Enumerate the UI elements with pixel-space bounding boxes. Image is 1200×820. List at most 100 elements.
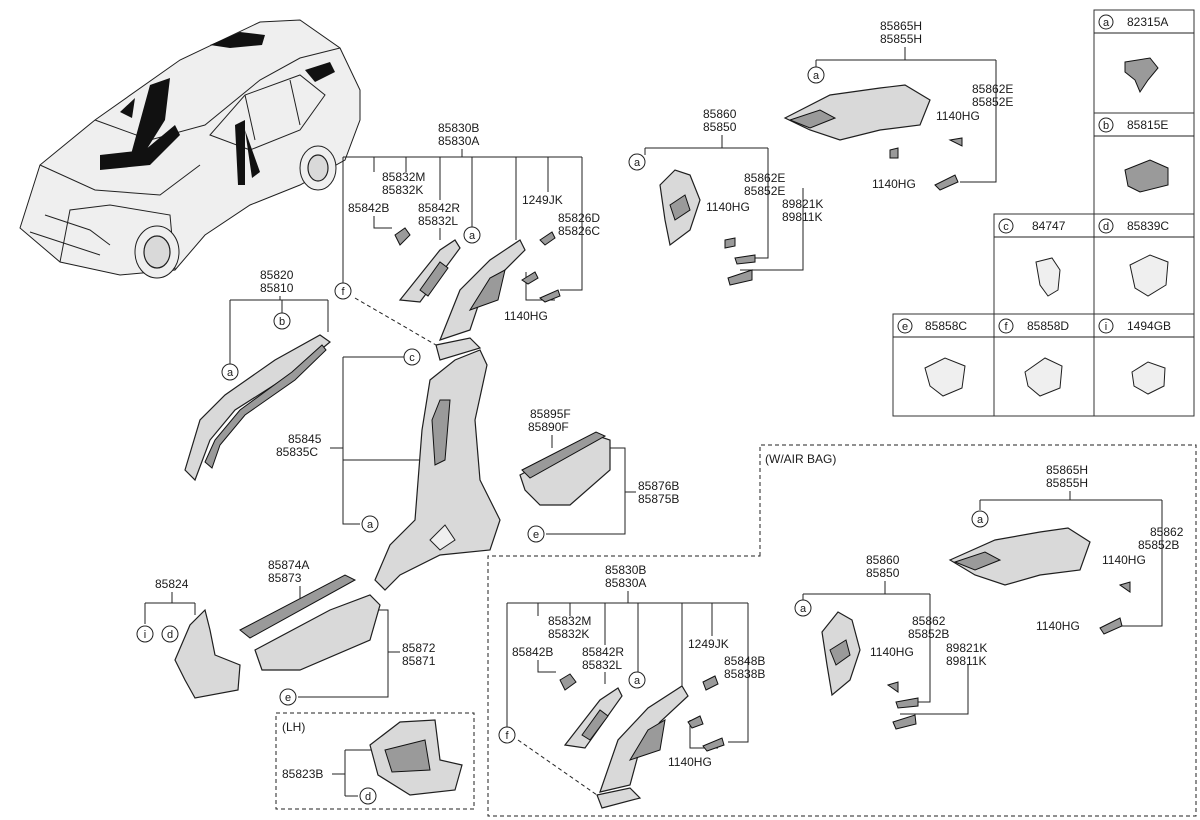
svg-text:a: a	[1103, 17, 1110, 29]
clip-85858d-icon	[1024, 357, 1063, 397]
legend-i: i	[1098, 318, 1114, 334]
label-85875B: 85875B	[638, 492, 679, 506]
svg-text:b: b	[279, 316, 285, 328]
svg-text:f: f	[341, 286, 345, 298]
callout-f1: f	[334, 282, 352, 300]
a-pillar-trim-group: 85820 85810	[184, 268, 331, 482]
svg-text:a: a	[469, 230, 476, 242]
callout-e2: e	[279, 688, 297, 706]
airbag-label: (W/AIR BAG)	[765, 452, 836, 466]
legend-f-part: 85858D	[1027, 319, 1069, 333]
legend-f: f	[998, 318, 1014, 334]
callout-f2: f	[498, 726, 516, 744]
label-85890F: 85890F	[528, 420, 569, 434]
label-w-1140HG-b: 1140HG	[1036, 619, 1080, 633]
svg-text:a: a	[634, 157, 641, 169]
label-85832L: 85832L	[418, 214, 458, 228]
callout-a6: a	[971, 510, 989, 528]
legend-b-part: 85815E	[1127, 118, 1168, 132]
svg-text:d: d	[167, 629, 173, 641]
label-w-85842B: 85842B	[512, 645, 553, 659]
label-85824: 85824	[155, 577, 189, 591]
clip-85839c-icon	[1129, 254, 1169, 297]
clip-85858c-icon	[924, 357, 966, 397]
label-85832K: 85832K	[382, 183, 423, 197]
callout-i1: i	[136, 625, 154, 643]
airbag-region: (W/AIR BAG) 85865H 85855H 85862 85852B 1…	[487, 444, 1197, 817]
clip-1494gb-icon	[1131, 361, 1166, 395]
label-85862E-b: 85862E	[744, 171, 785, 185]
legend-a: a	[1098, 14, 1114, 30]
label-w-85852B-b: 85852B	[908, 627, 949, 641]
label-89821K: 89821K	[782, 197, 823, 211]
label-89811K: 89811K	[782, 210, 822, 224]
label-85832M: 85832M	[382, 170, 425, 184]
callout-a1: a	[221, 363, 239, 381]
label-w-85865H: 85865H	[1046, 463, 1088, 477]
label-1140HG-d: 1140HG	[504, 309, 548, 323]
label-w-1140HG-d: 1140HG	[668, 755, 712, 769]
svg-text:e: e	[285, 692, 291, 704]
svg-text:a: a	[634, 675, 641, 687]
label-85835C: 85835C	[276, 445, 318, 459]
label-w-85830A: 85830A	[605, 576, 646, 590]
lh-box-group: (LH) 85823B	[275, 712, 475, 810]
label-85826C: 85826C	[558, 224, 600, 238]
clip-82315a-icon	[1124, 57, 1159, 94]
legend-i-part: 1494GB	[1127, 319, 1171, 333]
label-85874A: 85874A	[268, 558, 309, 572]
label-1140HG-b: 1140HG	[872, 177, 916, 191]
legend-d-part: 85839C	[1127, 219, 1169, 233]
svg-text:f: f	[1004, 321, 1008, 333]
label-85852E-b: 85852E	[744, 184, 785, 198]
label-85842B: 85842B	[348, 201, 389, 215]
label-85865H: 85865H	[880, 19, 922, 33]
label-85895F: 85895F	[530, 407, 571, 421]
label-85842R: 85842R	[418, 201, 460, 215]
svg-text:a: a	[227, 367, 234, 379]
label-85830B: 85830B	[438, 121, 479, 135]
legend-c: c	[998, 218, 1014, 234]
label-85830A: 85830A	[438, 134, 479, 148]
label-85850: 85850	[703, 120, 737, 134]
svg-text:e: e	[533, 529, 539, 541]
svg-text:d: d	[365, 791, 371, 803]
callout-a8: a	[628, 671, 646, 689]
label-85826D: 85826D	[558, 211, 600, 225]
label-85810: 85810	[260, 281, 294, 295]
label-85871: 85871	[402, 654, 436, 668]
callout-a7: a	[794, 599, 812, 617]
callout-a3: a	[463, 226, 481, 244]
label-w-1140HG-c: 1140HG	[870, 645, 914, 659]
label-w-85832K: 85832K	[548, 627, 589, 641]
label-w-89811K: 89811K	[946, 654, 986, 668]
label-w-85860: 85860	[866, 553, 900, 567]
vehicle-illustration	[19, 19, 361, 279]
label-85823B: 85823B	[282, 767, 323, 781]
legend-c-part: 84747	[1032, 219, 1066, 233]
label-85820: 85820	[260, 268, 294, 282]
svg-text:e: e	[902, 321, 908, 333]
callout-b1: b	[273, 312, 291, 330]
label-w-85830B: 85830B	[605, 563, 646, 577]
callout-d1: d	[161, 625, 179, 643]
label-w-85832M: 85832M	[548, 614, 591, 628]
label-85852E: 85852E	[972, 95, 1013, 109]
svg-text:a: a	[367, 519, 374, 531]
legend-e: e	[897, 318, 913, 334]
svg-text:a: a	[800, 603, 807, 615]
label-w-85842R: 85842R	[582, 645, 624, 659]
svg-text:a: a	[977, 514, 984, 526]
legend-b: b	[1098, 117, 1114, 133]
clip-84747-icon	[1035, 257, 1061, 297]
svg-text:c: c	[409, 352, 415, 364]
legend-a-part: 82315A	[1127, 15, 1168, 29]
svg-text:b: b	[1103, 120, 1109, 132]
legend-d: d	[1098, 218, 1114, 234]
label-1249JK: 1249JK	[522, 193, 563, 207]
callout-c1: c	[403, 348, 421, 366]
label-85845: 85845	[288, 432, 322, 446]
scuff-plate-group: 85895F 85890F 85876B 85875B	[519, 407, 679, 535]
label-w-89821K: 89821K	[946, 641, 987, 655]
